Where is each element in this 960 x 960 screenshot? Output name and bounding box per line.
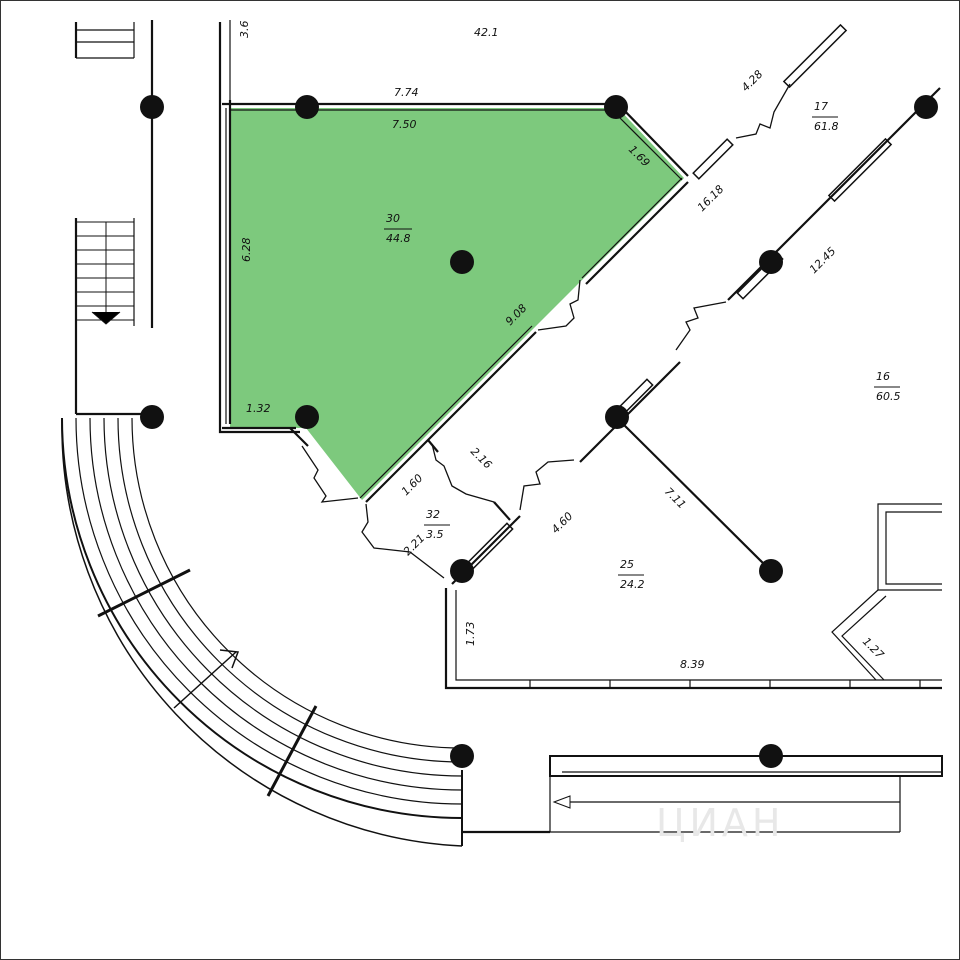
room-number: 32 [426,508,440,521]
room-label-17: 17 61.8 [812,100,839,133]
top-label-a: 3.6 [238,21,251,39]
room-area: 3.5 [426,528,444,541]
dim-7-74: 7.74 [394,86,419,99]
room-30-walls [218,20,689,503]
stairs-left [74,20,154,416]
dim-1-32: 1.32 [246,402,271,415]
room-area: 24.2 [620,578,645,591]
lower-wall [462,755,943,834]
room-number: 30 [386,212,400,225]
dim-1-73: 1.73 [464,622,477,647]
dim-16-18: 16.18 [695,183,726,214]
dim-4-60: 4.60 [549,510,576,537]
dim-2-16: 2.16 [468,445,495,472]
dim-7-11: 7.11 [662,485,689,512]
room-number: 25 [620,558,634,571]
room-label-16: 16 60.5 [874,370,901,403]
dim-12-45: 12.45 [807,245,838,276]
room-area: 61.8 [814,120,839,133]
door-swings [301,83,791,579]
room-label-30: 30 44.8 [384,212,412,245]
dim-8-39: 8.39 [680,658,705,671]
dim-6-28: 6.28 [240,238,253,263]
room-25-walls [444,417,942,690]
columns [140,95,938,768]
dim-1-27: 1.27 [860,635,887,662]
room-30-highlight[interactable] [230,108,684,500]
dim-7-50: 7.50 [392,118,417,131]
dim-2-21: 2.21 [401,532,428,559]
room-area: 44.8 [386,232,411,245]
room-label-32: 32 3.5 [424,508,450,541]
top-label-b: 42.1 [474,26,499,39]
curved-stairs [61,417,463,847]
dim-1-60: 1.60 [399,472,426,499]
room-number: 17 [814,100,828,113]
room-label-25: 25 24.2 [618,558,645,591]
room-area: 60.5 [876,390,901,403]
dim-4-28: 4.28 [739,68,766,95]
room-number: 16 [876,370,890,383]
watermark: ЦИАН [656,801,785,845]
